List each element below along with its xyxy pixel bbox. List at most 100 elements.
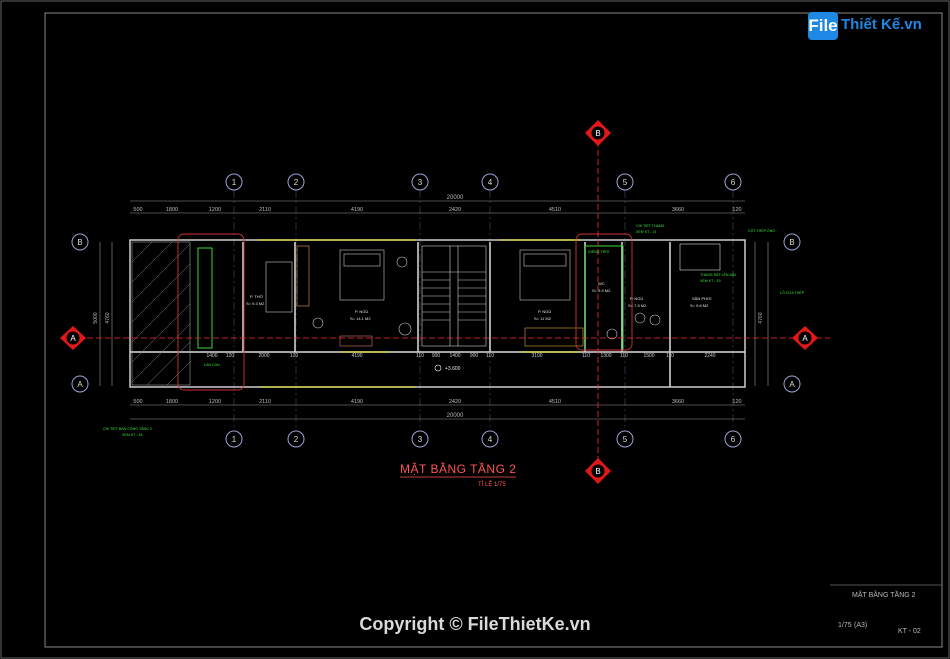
section-marker-a-right[interactable]: A: [792, 326, 818, 350]
dimension-value: 500: [133, 399, 142, 405]
side-dim-left-1: 5000: [93, 312, 99, 323]
svg-text:XEM KT - 19: XEM KT - 19: [700, 279, 721, 283]
dimension-value: 4510: [549, 207, 561, 213]
grid-label-3: 3: [418, 435, 423, 444]
svg-text:LAN CAN: LAN CAN: [204, 363, 220, 367]
grid-row-a-right: A: [783, 375, 801, 393]
dimension-value: 2420: [449, 207, 461, 213]
grid-bubble-2: [287, 430, 305, 448]
filethietke-logo: File Thiết Kế.vn: [808, 10, 922, 42]
grid-label-5: 5: [623, 435, 628, 444]
grid-label-6: 6: [731, 178, 736, 187]
dimension-value: 120: [732, 207, 741, 213]
section-lines: [60, 132, 830, 480]
title-block-sheet-name: MẶT BẰNG TẦNG 2: [852, 592, 916, 599]
dimension-lines: [99, 200, 769, 420]
inner-dimension-value: 3100: [531, 353, 542, 359]
building-walls: [129, 239, 746, 388]
svg-text:S= 3.9 M2: S= 3.9 M2: [592, 288, 611, 293]
title-block-scale: 1/75: [838, 622, 852, 629]
svg-text:+3.600: +3.600: [445, 366, 461, 372]
inner-dimension-value: 120: [226, 353, 235, 359]
svg-text:SÂN PHƠI: SÂN PHƠI: [692, 296, 711, 301]
svg-text:P. THỜ: P. THỜ: [250, 294, 264, 299]
inner-dimension-value: 110: [416, 353, 424, 359]
svg-text:A: A: [70, 334, 76, 343]
dimension-value: 2420: [449, 399, 461, 405]
dimension-value: 1800: [166, 207, 178, 213]
desk: [339, 335, 373, 347]
dimension-value: 3660: [672, 207, 684, 213]
dimension-value: 120: [732, 399, 741, 405]
total-length-top: 20000: [447, 195, 464, 201]
annotation-notes: CHI TIẾT THANG XEM KT - 21 GIẾNG TRỜI TH…: [103, 223, 805, 437]
grid-row-b-right: B: [783, 233, 801, 251]
svg-text:XEM KT - 16: XEM KT - 16: [122, 433, 143, 437]
grid-bubble-5: [616, 173, 634, 191]
basin: [649, 314, 661, 326]
copyright-watermark: Copyright © FileThietKe.vn: [359, 614, 591, 634]
room-label-altar: P. THỜ S= 9.3 M2: [246, 294, 265, 306]
grid-bubble-1: [225, 430, 243, 448]
wardrobe-2: [524, 327, 584, 347]
grid-label-1: 1: [232, 435, 237, 444]
room-label-bedroom-3: P. NGỦ S= 7.5 M2: [628, 296, 647, 308]
section-marker-b-bottom[interactable]: B: [585, 458, 611, 484]
dimension-value: 1200: [209, 207, 221, 213]
svg-text:B: B: [595, 467, 600, 476]
svg-text:A: A: [77, 380, 83, 389]
svg-text:LỖ CỬA THÉP: LỖ CỬA THÉP: [780, 290, 805, 295]
logo-mark: File: [808, 12, 838, 40]
ladder: [679, 243, 721, 271]
dimension-value: 3660: [672, 399, 684, 405]
grid-row-b-left: B: [71, 233, 89, 251]
svg-text:S= 9.6 M2: S= 9.6 M2: [690, 303, 709, 308]
svg-text:S= 9.3 M2: S= 9.3 M2: [246, 301, 265, 306]
svg-text:XEM KT - 21: XEM KT - 21: [636, 230, 657, 234]
inner-dimension-value: 110: [620, 353, 628, 359]
svg-text:S= 11 M2: S= 11 M2: [534, 316, 552, 321]
dimension-value: 4190: [351, 399, 363, 405]
grid-bubble-4: [481, 173, 499, 191]
section-marker-b-top[interactable]: B: [585, 120, 611, 146]
stool-1: [312, 317, 324, 329]
svg-text:S= 7.5 M2: S= 7.5 M2: [628, 303, 647, 308]
window-openings: [258, 239, 580, 388]
grid-label-4: 4: [488, 178, 493, 187]
dimension-value: 2110: [259, 207, 271, 213]
inner-dimension-value: 2240: [704, 353, 715, 359]
grid-label-2: 2: [294, 178, 299, 187]
svg-text:P. NGỦ: P. NGỦ: [538, 309, 551, 314]
inner-dimension-value: 110: [582, 353, 590, 359]
svg-text:B: B: [77, 238, 82, 247]
sheet-inner-border: [44, 12, 943, 648]
svg-text:WC: WC: [598, 281, 605, 286]
room-label-wc: WC S= 3.9 M2: [592, 281, 611, 293]
inner-dimension-value: 1500: [643, 353, 654, 359]
lamp-1: [396, 256, 408, 268]
interior-walls: [242, 242, 671, 387]
svg-text:A: A: [789, 380, 795, 389]
section-marker-a-left[interactable]: A: [60, 326, 86, 350]
inner-dimension-value: 120: [290, 353, 299, 359]
dimension-value: 4190: [351, 207, 363, 213]
svg-text:CHI TIẾT BAN CÔNG TẦNG 2: CHI TIẾT BAN CÔNG TẦNG 2: [103, 426, 152, 431]
grid-bubble-6: [724, 430, 742, 448]
svg-text:B: B: [789, 238, 794, 247]
grid-bubble-6: [724, 173, 742, 191]
room-label-bedroom-2: P. NGỦ S= 11 M2: [534, 309, 552, 321]
svg-text:P. NGỦ: P. NGỦ: [355, 309, 368, 314]
staircase: [421, 245, 487, 347]
inner-dimension-value: 4190: [351, 353, 362, 359]
room-label-bedroom-1: P. NGỦ S= 14.1 M2: [350, 309, 371, 321]
dimension-value: 4510: [549, 399, 561, 405]
svg-text:CỘT THÉP ỐNG: CỘT THÉP ỐNG: [748, 228, 775, 233]
grid-bubble-3: [411, 173, 429, 191]
inner-dimension-value: 1400: [206, 353, 217, 359]
grid-bubble-3: [411, 430, 429, 448]
inner-dimension-value: 900: [432, 353, 441, 359]
